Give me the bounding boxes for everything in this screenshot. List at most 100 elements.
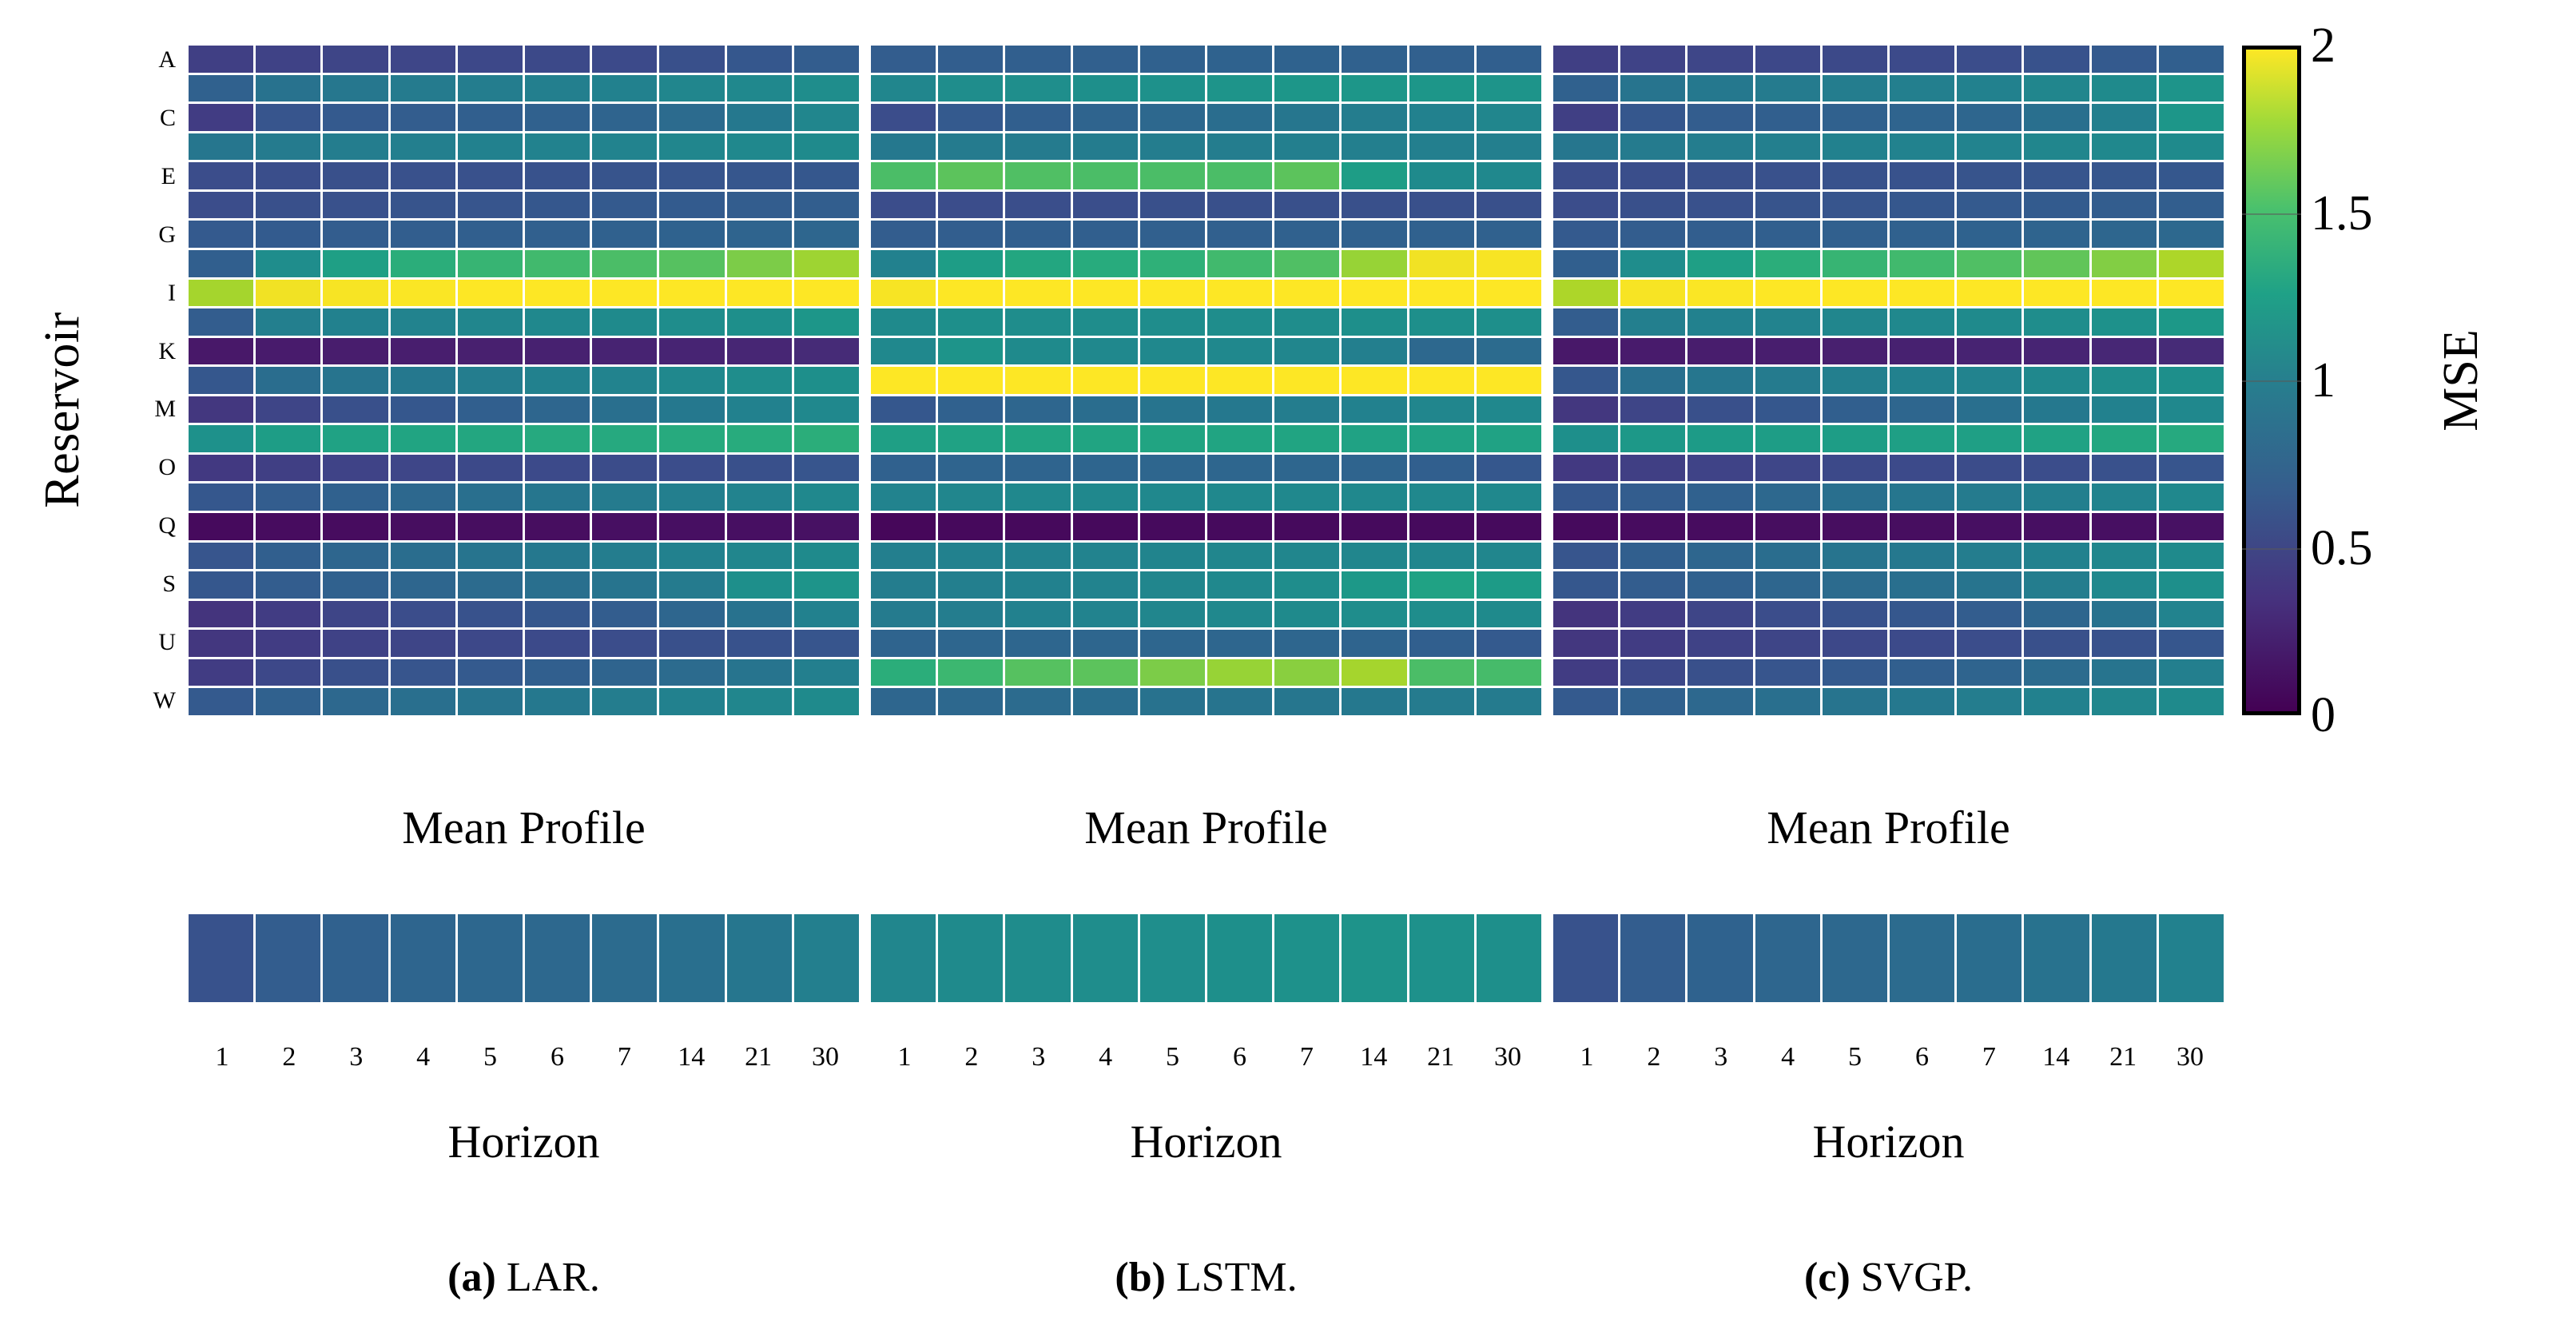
heatmap-cell: [793, 513, 859, 540]
heatmap-cell: [659, 221, 725, 248]
heatmap-cell: [871, 308, 936, 336]
heatmap-cell: [1005, 221, 1071, 248]
heatmap-cell: [659, 513, 725, 540]
mean-profile-title-svgp: Mean Profile: [1767, 801, 2010, 853]
heatmap-cell: [323, 279, 388, 307]
heatmap-cell: [1476, 279, 1541, 307]
heatmap-cell: [390, 396, 455, 424]
heatmap-cell: [1957, 191, 2022, 219]
heatmap-cell: [1207, 46, 1273, 73]
heatmap-cell: [1688, 337, 1753, 365]
heatmap-cell: [189, 104, 254, 131]
heatmap-cell: [726, 454, 792, 482]
heatmap-cell: [1553, 367, 1619, 394]
heatmap-cell: [189, 396, 254, 424]
heatmap-cell: [390, 74, 455, 102]
mean-profile-cell: [1957, 914, 2022, 1002]
heatmap-cell: [1688, 162, 1753, 189]
heatmap-cell: [1620, 571, 1686, 599]
heatmap-cell: [323, 46, 388, 73]
heatmap-cell: [1342, 425, 1407, 452]
heatmap-cell: [323, 483, 388, 511]
colorbar-tick-2: 2: [2311, 18, 2335, 73]
heatmap-cell: [938, 308, 1004, 336]
heatmap-cell: [1409, 600, 1474, 628]
heatmap-cell: [1688, 483, 1753, 511]
heatmap-cell: [1409, 279, 1474, 307]
heatmap-cell: [938, 571, 1004, 599]
heatmap-cell: [1274, 425, 1340, 452]
heatmap-cell: [1553, 279, 1619, 307]
heatmap-cell: [871, 688, 936, 715]
x-tick-6: 6: [550, 1042, 564, 1072]
heatmap-cell: [659, 425, 725, 452]
heatmap-cell: [871, 367, 936, 394]
heatmap-cell: [1207, 308, 1273, 336]
heatmap-cell: [457, 337, 523, 365]
x-tick-5: 5: [1848, 1042, 1862, 1072]
heatmap-cell: [256, 337, 321, 365]
heatmap-cell: [726, 630, 792, 657]
heatmap-cell: [524, 162, 590, 189]
mean-profile-cell: [1342, 914, 1407, 1002]
mean-profile-bar-lstm: [871, 914, 1541, 1002]
heatmap-cell: [457, 630, 523, 657]
heatmap-cell: [1553, 162, 1619, 189]
heatmap-cell: [189, 513, 254, 540]
heatmap-cell: [457, 513, 523, 540]
heatmap-cell: [1620, 396, 1686, 424]
heatmap-cell: [1005, 688, 1071, 715]
heatmap-cell: [1342, 659, 1407, 686]
mean-profile-cell: [2158, 914, 2224, 1002]
heatmap-cell: [1553, 308, 1619, 336]
heatmap-grid-lar: [189, 46, 859, 715]
heatmap-cell: [323, 659, 388, 686]
heatmap-cell: [1688, 308, 1753, 336]
heatmap-cell: [1207, 513, 1273, 540]
heatmap-cell: [1889, 308, 1955, 336]
heatmap-cell: [457, 162, 523, 189]
heatmap-cell: [1620, 133, 1686, 161]
heatmap-cell: [1476, 133, 1541, 161]
heatmap-cell: [2024, 688, 2089, 715]
heatmap-cell: [592, 425, 658, 452]
heatmap-cell: [457, 191, 523, 219]
heatmap-cell: [1957, 396, 2022, 424]
heatmap-cell: [793, 600, 859, 628]
heatmap-cell: [1409, 221, 1474, 248]
heatmap-cell: [1688, 249, 1753, 277]
heatmap-cell: [2158, 221, 2224, 248]
mean-profile-cell: [256, 914, 321, 1002]
heatmap-cell: [457, 74, 523, 102]
heatmap-cell: [2158, 367, 2224, 394]
heatmap-cell: [189, 483, 254, 511]
heatmap-cell: [1553, 630, 1619, 657]
x-tick-21: 21: [745, 1042, 773, 1072]
heatmap-cell: [524, 74, 590, 102]
heatmap-cell: [1476, 688, 1541, 715]
heatmap-cell: [1342, 367, 1407, 394]
heatmap-cell: [1139, 425, 1205, 452]
heatmap-cell: [1553, 191, 1619, 219]
heatmap-cell: [1409, 571, 1474, 599]
heatmap-cell: [938, 133, 1004, 161]
heatmap-cell: [793, 630, 859, 657]
heatmap-cell: [1553, 600, 1619, 628]
heatmap-cell: [726, 688, 792, 715]
heatmap-cell: [938, 367, 1004, 394]
heatmap-cell: [2091, 571, 2157, 599]
heatmap-cell: [1755, 279, 1820, 307]
heatmap-cell: [726, 513, 792, 540]
heatmap-cell: [726, 162, 792, 189]
heatmap-cell: [592, 221, 658, 248]
heatmap-cell: [1957, 454, 2022, 482]
x-tick-14: 14: [678, 1042, 706, 1072]
heatmap-cell: [390, 46, 455, 73]
heatmap-cell: [1207, 396, 1273, 424]
mean-profile-cell: [1476, 914, 1541, 1002]
heatmap-cell: [1342, 571, 1407, 599]
colorbar-tickline-0p5: [2242, 547, 2301, 550]
heatmap-cell: [2091, 191, 2157, 219]
heatmap-cell: [1072, 46, 1138, 73]
heatmap-cell: [1005, 367, 1071, 394]
